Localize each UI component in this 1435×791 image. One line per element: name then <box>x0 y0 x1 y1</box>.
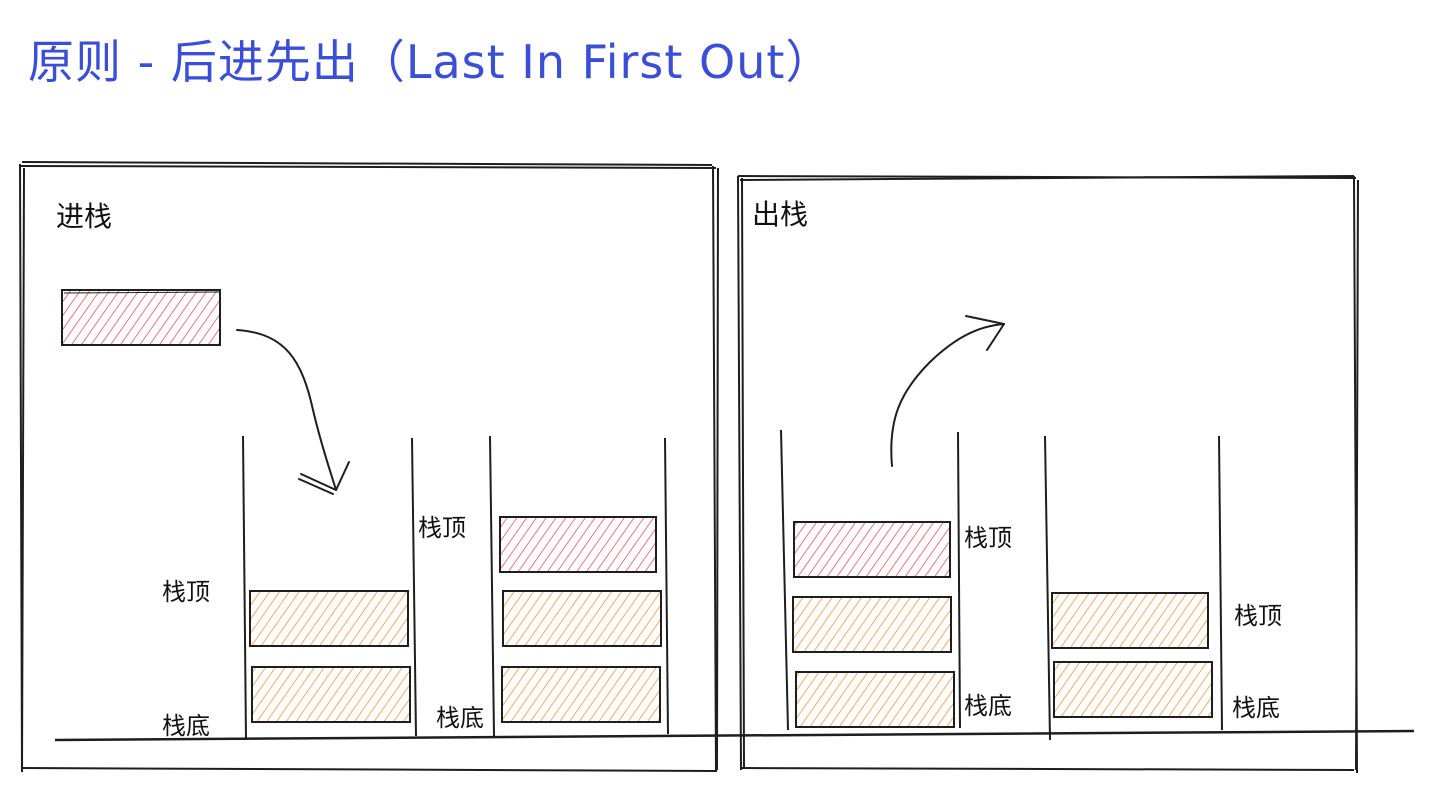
curved-arrow-up-icon <box>890 315 1005 467</box>
stack-c-walls <box>780 429 961 731</box>
stack-c-bottom-label: 栈底 <box>964 692 1012 720</box>
curved-arrow-down-icon <box>236 329 350 495</box>
ground-line <box>54 729 1415 742</box>
stack-a-item-bottom <box>251 666 411 723</box>
stack-b-item-new <box>499 516 657 573</box>
stack-b-item-bottom <box>501 666 661 723</box>
stack-d-item-bottom <box>1053 661 1213 718</box>
stack-b-bottom-label: 栈底 <box>436 704 484 732</box>
stack-a-bottom-label: 栈底 <box>162 712 210 740</box>
stack-c-item-top <box>793 521 951 578</box>
stack-a-item-top <box>249 590 409 647</box>
incoming-item <box>61 289 222 346</box>
stack-d-top-label: 栈顶 <box>1234 602 1282 630</box>
stack-b-top-label: 栈顶 <box>418 514 466 542</box>
stack-a-top-label: 栈顶 <box>162 578 210 606</box>
stack-c-item-bottom <box>795 671 955 728</box>
push-panel-frame <box>19 161 719 773</box>
pop-panel-frame <box>737 175 1359 774</box>
stack-b-walls <box>489 435 669 737</box>
stack-a-walls <box>242 435 417 741</box>
push-panel-label: 进栈 <box>56 200 113 233</box>
stack-c-item-middle <box>792 596 952 653</box>
stack-d-walls <box>1044 435 1223 741</box>
stack-d-item-top <box>1051 592 1209 649</box>
stack-c-top-label: 栈顶 <box>964 524 1012 552</box>
stack-d-bottom-label: 栈底 <box>1232 694 1280 722</box>
page-title: 原则 - 后进先出（Last In First Out） <box>28 35 833 89</box>
stack-b-item-middle <box>502 590 662 647</box>
pop-panel-label: 出栈 <box>752 198 809 231</box>
